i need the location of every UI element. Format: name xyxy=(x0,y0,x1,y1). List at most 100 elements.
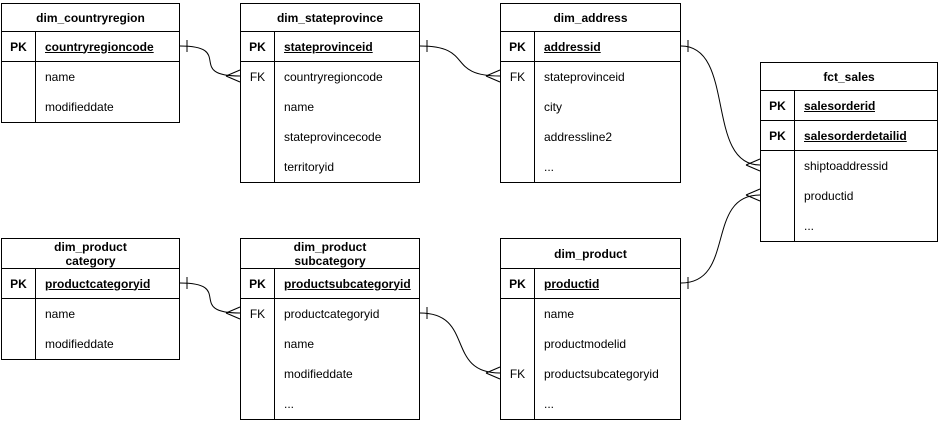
field-cell: ... xyxy=(804,219,815,233)
key-cell: PK xyxy=(509,276,526,291)
entity-table-dim_address[interactable]: dim_address PK addressid FK stateprovinc… xyxy=(500,3,681,183)
key-column-divider xyxy=(274,32,275,182)
table-row-dim_countryregion-name[interactable]: name xyxy=(2,62,179,92)
key-cell: FK xyxy=(249,70,266,84)
table-row-dim_address-addressline2[interactable]: addressline2 xyxy=(501,122,680,152)
table-row-dim_stateprovince-territoryid[interactable]: territoryid xyxy=(241,152,419,182)
key-cell: PK xyxy=(249,276,266,291)
table-row-dim_productcategory-productcategoryid[interactable]: PK productcategoryid xyxy=(2,269,179,299)
table-row-dim_countryregion-countryregioncode[interactable]: PK countryregioncode xyxy=(2,32,179,62)
key-column-divider xyxy=(274,269,275,419)
table-row-dim_product-productmodelid[interactable]: productmodelid xyxy=(501,329,680,359)
field-cell: ... xyxy=(544,160,555,174)
entity-table-fct_sales[interactable]: fct_sales PK salesorderid PK salesorderd… xyxy=(760,62,938,242)
table-row-dim_product-productid[interactable]: PK productid xyxy=(501,269,680,299)
key-cell: FK xyxy=(509,367,526,381)
field-cell: modifieddate xyxy=(45,337,114,351)
table-row-fct_sales-more[interactable]: ... xyxy=(761,211,937,241)
table-row-dim_productsubcategory-productcategoryid[interactable]: FK productcategoryid xyxy=(241,299,419,329)
key-cell: PK xyxy=(509,39,526,54)
field-cell: countryregioncode xyxy=(284,70,383,84)
connector-product-to-fctsales[interactable] xyxy=(680,188,761,289)
field-cell: productid xyxy=(544,276,600,291)
key-cell: PK xyxy=(249,39,266,54)
many-marker-prong xyxy=(225,312,241,320)
table-row-dim_productsubcategory-more[interactable]: ... xyxy=(241,389,419,419)
table-rows: PK salesorderid PK salesorderdetailid sh… xyxy=(761,91,937,241)
table-row-dim_productsubcategory-modifieddate[interactable]: modifieddate xyxy=(241,359,419,389)
table-row-fct_sales-shiptoaddressid[interactable]: shiptoaddressid xyxy=(761,151,937,181)
table-row-dim_product-productsubcategoryid[interactable]: FK productsubcategoryid xyxy=(501,359,680,389)
table-row-dim_productsubcategory-productsubcategoryid[interactable]: PK productsubcategoryid xyxy=(241,269,419,299)
table-title: dim_product xyxy=(501,239,680,269)
entity-table-dim_product[interactable]: dim_product PK productid name productmod… xyxy=(500,238,681,420)
field-cell: stateprovincecode xyxy=(284,130,382,144)
field-cell: productsubcategoryid xyxy=(284,276,411,291)
table-row-dim_stateprovince-stateprovinceid[interactable]: PK stateprovinceid xyxy=(241,32,419,62)
field-cell: city xyxy=(544,100,562,114)
table-title: dim_stateprovince xyxy=(241,4,419,32)
connector-curve xyxy=(680,45,761,166)
field-cell: countryregioncode xyxy=(45,39,154,54)
field-cell: stateprovinceid xyxy=(544,70,625,84)
connector-productcategory-to-subcategory[interactable] xyxy=(179,277,241,320)
connector-countryregion-to-stateprovince[interactable] xyxy=(179,40,241,83)
table-row-dim_address-addressid[interactable]: PK addressid xyxy=(501,32,680,62)
key-column-divider xyxy=(534,32,535,182)
table-row-fct_sales-productid[interactable]: productid xyxy=(761,181,937,211)
table-row-dim_productsubcategory-name[interactable]: name xyxy=(241,329,419,359)
table-row-dim_productcategory-name[interactable]: name xyxy=(2,299,179,329)
connector-curve xyxy=(179,282,241,314)
entity-table-dim_productsubcategory[interactable]: dim_product subcategory PK productsubcat… xyxy=(240,238,420,420)
field-cell: territoryid xyxy=(284,160,335,174)
field-cell: salesorderid xyxy=(804,98,876,113)
field-cell: productid xyxy=(804,189,854,203)
key-column-divider xyxy=(35,32,36,122)
table-row-fct_sales-salesorderid[interactable]: PK salesorderid xyxy=(761,91,937,121)
table-row-dim_stateprovince-stateprovincecode[interactable]: stateprovincecode xyxy=(241,122,419,152)
key-cell: FK xyxy=(509,70,526,84)
table-row-dim_countryregion-modifieddate[interactable]: modifieddate xyxy=(2,92,179,122)
table-rows: PK productsubcategoryid FK productcatego… xyxy=(241,269,419,419)
many-marker-prong xyxy=(745,158,761,166)
many-marker-prong xyxy=(485,69,501,77)
table-row-dim_product-name[interactable]: name xyxy=(501,299,680,329)
connector-stateprovince-to-address[interactable] xyxy=(419,40,501,83)
field-cell: name xyxy=(544,307,575,321)
many-marker-prong xyxy=(225,306,241,314)
table-rows: PK addressid FK stateprovinceid city add… xyxy=(501,32,680,182)
table-row-dim_stateprovince-countryregioncode[interactable]: FK countryregioncode xyxy=(241,62,419,92)
table-row-dim_stateprovince-name[interactable]: name xyxy=(241,92,419,122)
table-row-dim_address-city[interactable]: city xyxy=(501,92,680,122)
field-cell: modifieddate xyxy=(45,100,114,114)
connector-curve xyxy=(179,45,241,77)
field-cell: name xyxy=(45,70,76,84)
many-marker-prong xyxy=(745,164,761,172)
field-cell: addressid xyxy=(544,39,601,54)
table-row-fct_sales-salesorderdetailid[interactable]: PK salesorderdetailid xyxy=(761,121,937,151)
many-marker-prong xyxy=(485,372,501,380)
entity-table-dim_countryregion[interactable]: dim_countryregion PK countryregioncode n… xyxy=(1,3,180,123)
field-cell: addressline2 xyxy=(544,130,613,144)
table-rows: PK productid name productmodelid FK prod… xyxy=(501,269,680,419)
field-cell: ... xyxy=(284,397,295,411)
key-column-divider xyxy=(35,269,36,359)
table-row-dim_address-stateprovinceid[interactable]: FK stateprovinceid xyxy=(501,62,680,92)
table-row-dim_productcategory-modifieddate[interactable]: modifieddate xyxy=(2,329,179,359)
connector-subcategory-to-product[interactable] xyxy=(419,307,501,380)
entity-table-dim_productcategory[interactable]: dim_product category PK productcategoryi… xyxy=(1,238,180,360)
many-marker-prong xyxy=(745,194,761,202)
table-title: dim_product category xyxy=(2,239,179,269)
table-rows: PK countryregioncode name modifieddate xyxy=(2,32,179,122)
connector-address-to-fctsales[interactable] xyxy=(680,40,761,172)
table-row-dim_address-more[interactable]: ... xyxy=(501,152,680,182)
many-marker-prong xyxy=(485,366,501,374)
entity-table-dim_stateprovince[interactable]: dim_stateprovince PK stateprovinceid FK … xyxy=(240,3,420,183)
table-rows: PK stateprovinceid FK countryregioncode … xyxy=(241,32,419,182)
key-cell: PK xyxy=(769,98,786,113)
many-marker-prong xyxy=(745,188,761,196)
table-row-dim_product-more[interactable]: ... xyxy=(501,389,680,419)
field-cell: name xyxy=(45,307,76,321)
many-marker-prong xyxy=(485,75,501,83)
